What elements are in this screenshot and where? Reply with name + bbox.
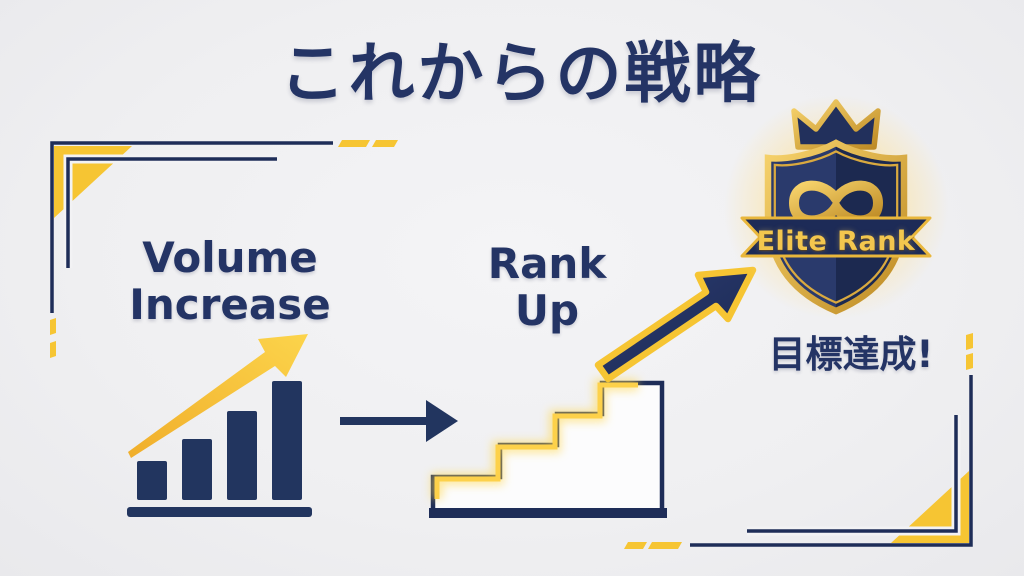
growth-arrow-icon [128, 334, 308, 458]
bar [137, 461, 167, 500]
staircase-base [429, 508, 667, 518]
frame-dash [372, 140, 398, 147]
frame-dash [966, 353, 973, 370]
rank-up-label: Rank Up [487, 239, 607, 336]
frame-dash [624, 542, 647, 549]
frame-dash [50, 318, 56, 335]
flow-arrow-icon [340, 400, 458, 442]
badge-label: Elite Rank [756, 226, 916, 257]
corner-accent-triangle [891, 471, 969, 543]
bar [182, 439, 212, 500]
page-title: これからの戦略 [279, 35, 763, 112]
elite-rank-badge [724, 95, 948, 319]
arrow-shaft [340, 417, 428, 425]
shield-inner-outline [773, 150, 899, 304]
frame-inner-line [66, 157, 277, 268]
frame-outer-line [50, 141, 333, 313]
arrow-head [426, 400, 458, 442]
frame-inner-line [747, 415, 958, 533]
frame-dash [338, 140, 370, 147]
frame-dash [648, 542, 682, 549]
bar [227, 411, 257, 500]
infinity-emblem-icon [788, 180, 884, 226]
frame-outer-line [690, 375, 973, 547]
frame-dash [50, 341, 56, 358]
bar-chart-bars [137, 381, 302, 500]
volume-increase-label: Volume Increase [129, 233, 331, 330]
crown-icon [791, 99, 881, 150]
goal-achieved-label: 目標達成! [768, 333, 934, 376]
corner-frame-bottom-right [624, 333, 973, 549]
corner-accent-triangle [54, 146, 132, 218]
stairs-ascent-icon [429, 266, 757, 518]
chart-baseline [127, 507, 312, 517]
corner-frame-top-left [50, 140, 398, 358]
frame-dash [966, 333, 973, 350]
trend-arrow-icon [594, 266, 757, 383]
banner-ribbon [740, 216, 932, 258]
step-edge-highlight [434, 382, 638, 499]
bar-chart-growth-icon [127, 334, 312, 517]
bar [272, 381, 302, 500]
